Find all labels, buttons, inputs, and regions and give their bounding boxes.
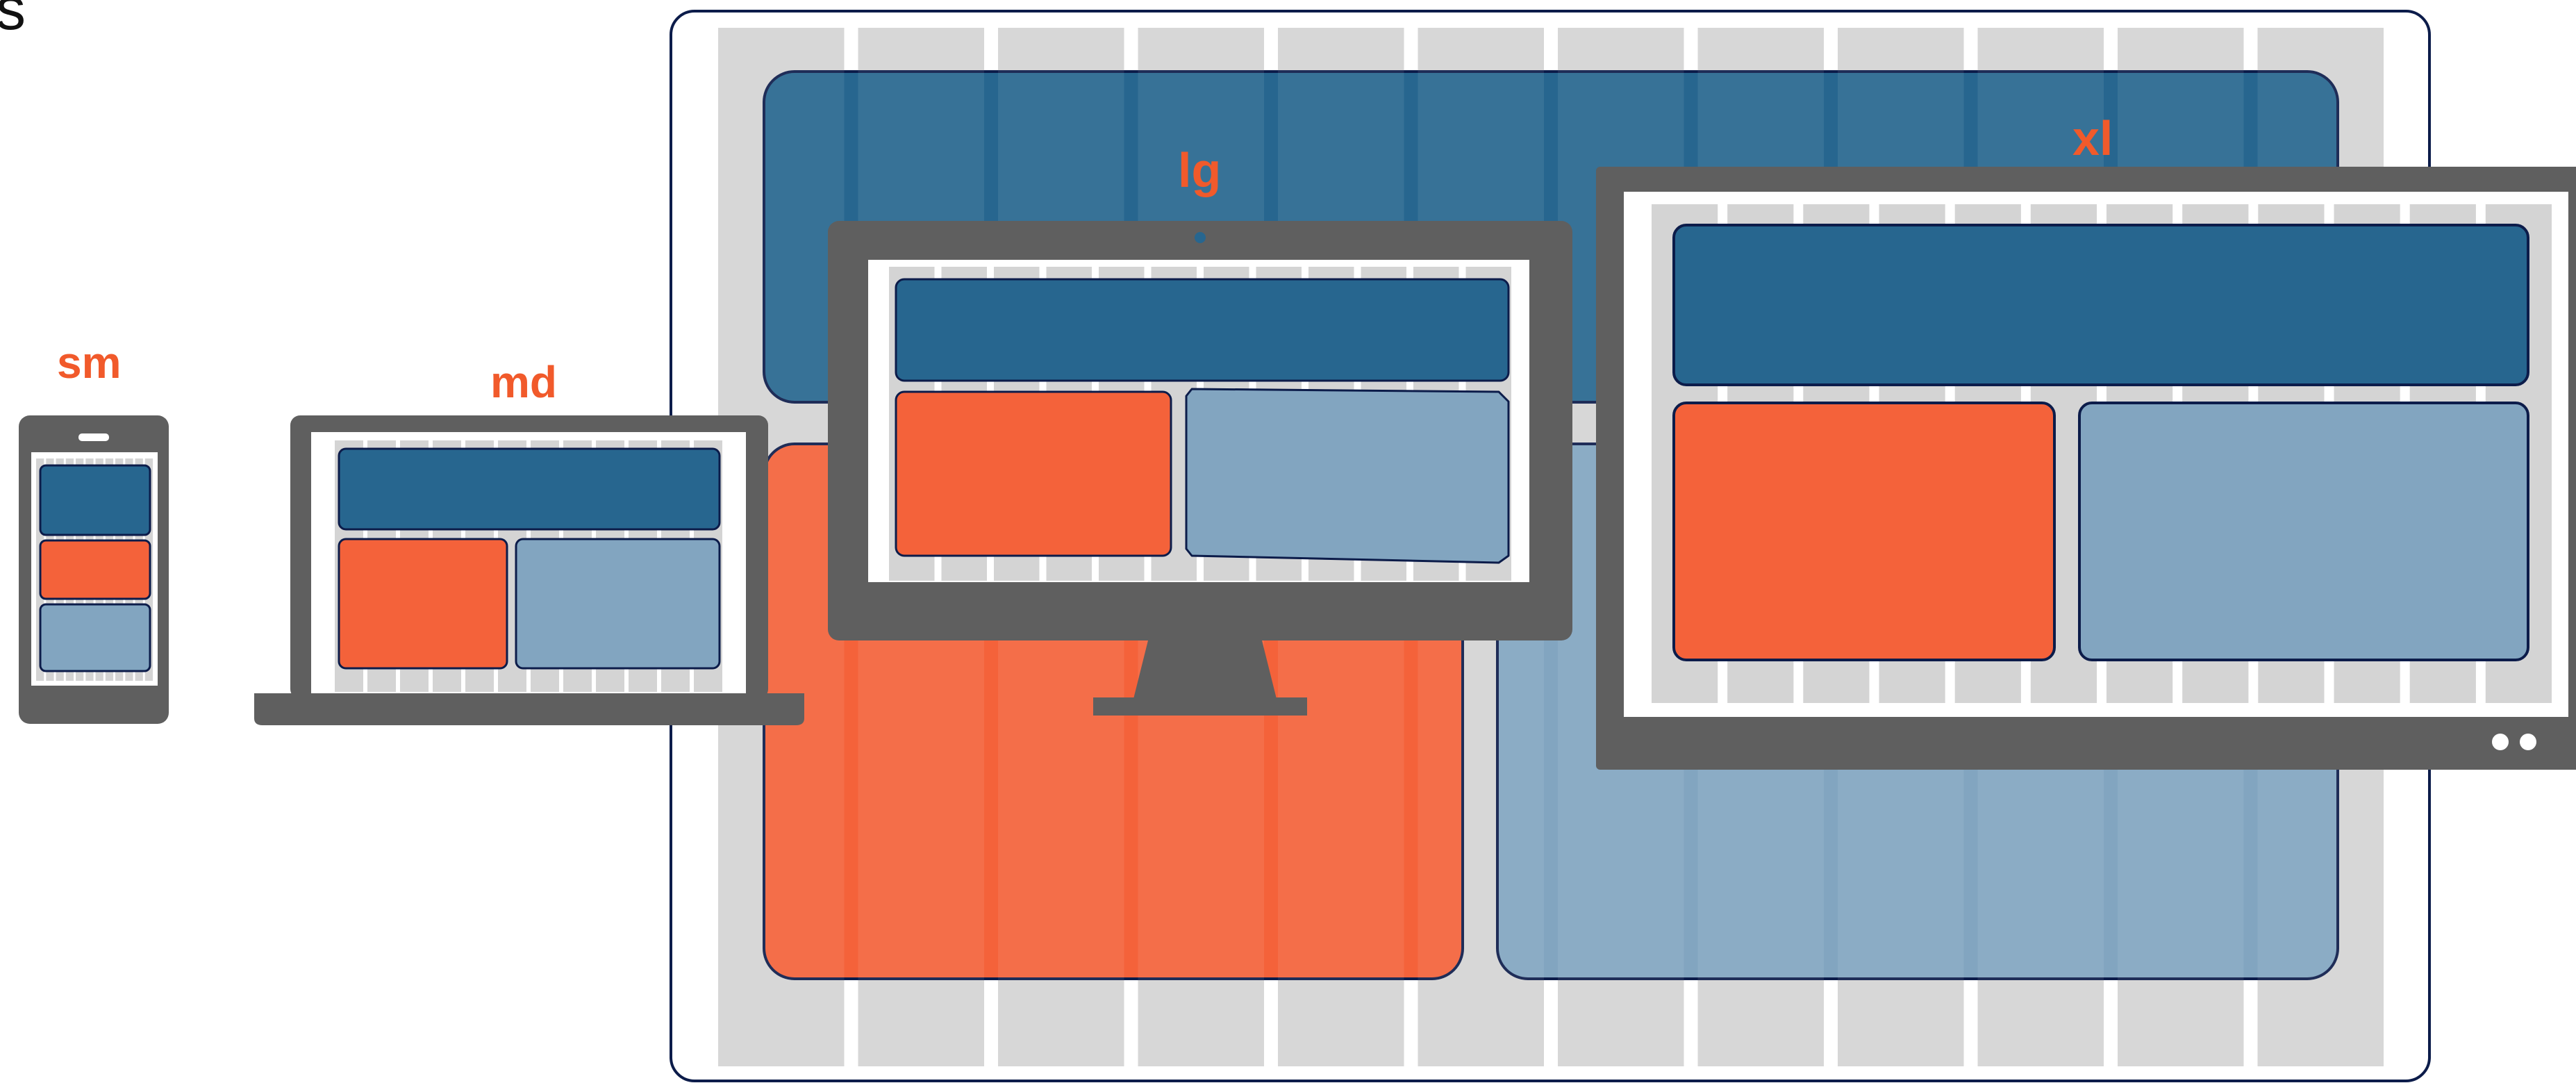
header-block [339,449,720,529]
breakpoint-label-xl: xl [2072,114,2113,163]
laptop-device [254,415,804,725]
tv-device [1596,167,2576,770]
laptop-base [254,693,804,725]
phone-speaker [78,433,109,441]
tv-indicator-light [2492,734,2509,750]
phone-device [19,415,169,724]
tv-indicator-light [2520,734,2536,750]
header-block [896,279,1509,381]
breakpoint-label-lg: lg [1178,146,1221,195]
orange-block [896,392,1171,556]
light-blue-block [1186,389,1509,563]
light-blue-block [40,604,150,671]
light-blue-block [516,539,720,668]
breakpoint-label-md: md [490,360,557,404]
light-blue-block [2079,403,2528,660]
monitor-neck [1133,638,1277,699]
breakpoint-label-sm: sm [57,340,122,385]
orange-block [1674,403,2054,660]
monitor-foot [1093,697,1307,716]
orange-block [339,539,507,668]
orange-block [40,540,150,599]
header-block [1674,225,2528,385]
header-block [40,465,150,535]
monitor-camera [1195,232,1206,243]
